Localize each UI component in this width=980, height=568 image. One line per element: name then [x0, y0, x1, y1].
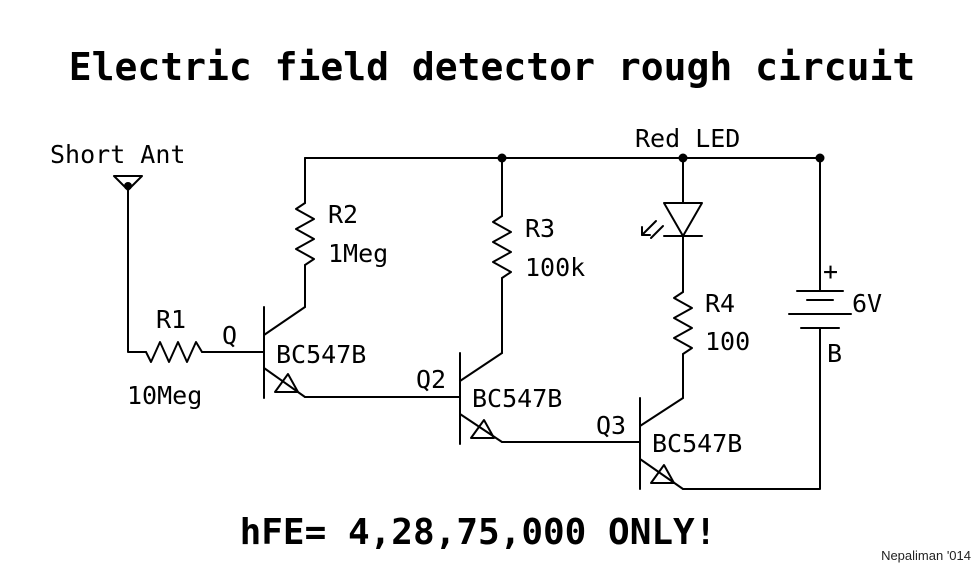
q3-part: BC547B	[652, 429, 742, 458]
wires	[127, 157, 821, 490]
r3-resistor	[492, 215, 512, 279]
r3-ref: R3	[525, 214, 555, 243]
r4-value: 100	[705, 327, 750, 356]
q1-transistor	[263, 306, 306, 399]
schematic-title: Electric field detector rough circuit	[69, 45, 915, 89]
r1-ref: R1	[156, 305, 186, 334]
r2-resistor	[295, 202, 315, 266]
junction-dot-battery	[815, 153, 825, 163]
r1-value: 10Meg	[127, 381, 202, 410]
led-symbol	[641, 202, 703, 239]
battery-symbol	[788, 290, 852, 329]
q1-part: BC547B	[276, 340, 366, 369]
r3-value: 100k	[525, 253, 585, 282]
battery-plus: +	[823, 257, 838, 286]
r1-resistor	[145, 341, 203, 363]
author-credit: Nepaliman '014	[881, 548, 971, 563]
r4-resistor	[673, 291, 693, 355]
antenna-feed-wire	[127, 187, 147, 353]
junction-dot-r3	[497, 153, 507, 163]
hfe-caption: hFE= 4,28,75,000 ONLY!	[240, 512, 717, 553]
junction-dot-led	[678, 153, 688, 163]
battery-ref: B	[827, 339, 842, 368]
q3-ref: Q3	[596, 411, 626, 440]
q2-part: BC547B	[472, 384, 562, 413]
q2-transistor	[459, 352, 503, 445]
q3-transistor	[639, 397, 684, 490]
antenna-label: Short Ant	[50, 140, 185, 169]
battery-voltage: 6V	[852, 289, 882, 318]
antenna-symbol	[113, 175, 143, 191]
battery-return-wire	[682, 327, 821, 490]
r2-ref: R2	[328, 200, 358, 229]
q2-ref: Q2	[416, 365, 446, 394]
r4-ref: R4	[705, 289, 735, 318]
q1-ref: Q	[222, 321, 237, 350]
led-label: Red LED	[635, 124, 740, 153]
r2-value: 1Meg	[328, 239, 388, 268]
